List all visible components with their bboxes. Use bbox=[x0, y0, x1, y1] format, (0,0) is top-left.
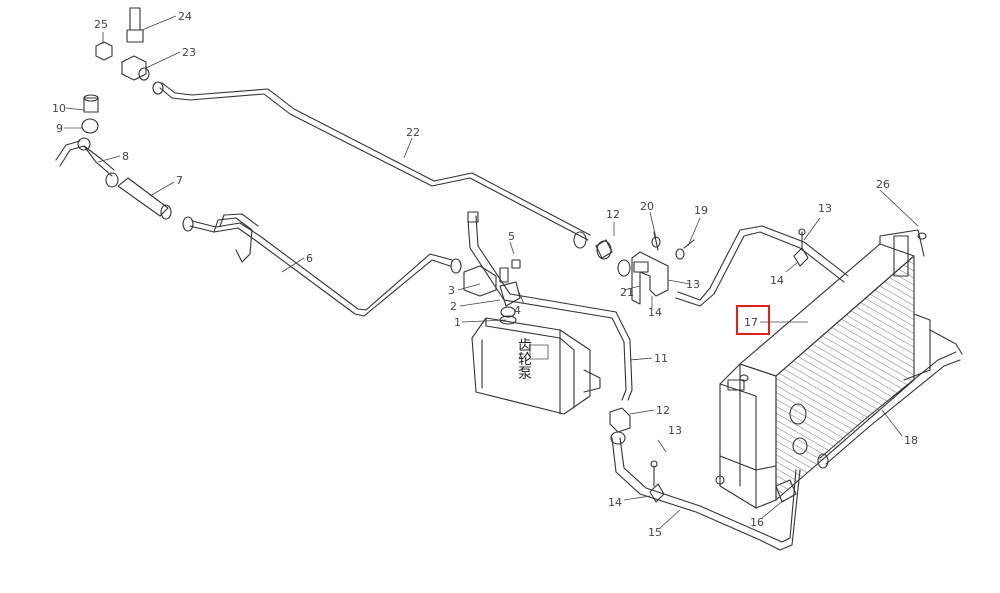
callout-20: 20 bbox=[640, 200, 654, 213]
callout-labels: 24 25 23 10 9 8 7 6 22 3 2 1 4 5 11 12 1… bbox=[52, 10, 918, 539]
callout-17-highlight-box bbox=[736, 305, 770, 335]
callout-13-lower: 13 bbox=[668, 424, 682, 437]
clamp-14-upper bbox=[793, 228, 809, 267]
callout-2: 2 bbox=[450, 300, 457, 313]
callout-6: 6 bbox=[306, 252, 313, 265]
pump-label-char-1: 齿 bbox=[518, 338, 532, 354]
callout-1: 1 bbox=[454, 316, 461, 329]
callout-19: 19 bbox=[694, 204, 708, 217]
pipe-upper-right bbox=[675, 225, 849, 307]
fitting-12-lower bbox=[609, 407, 631, 445]
callout-18: 18 bbox=[904, 434, 918, 447]
pump-label-char-2: 轮 bbox=[518, 352, 532, 368]
callout-4: 4 bbox=[514, 304, 521, 317]
callout-23: 23 bbox=[182, 46, 196, 59]
pipe-6 bbox=[189, 213, 453, 317]
callout-11: 11 bbox=[654, 352, 668, 365]
bracket-21 bbox=[617, 251, 669, 305]
callout-9: 9 bbox=[56, 122, 63, 135]
callout-22: 22 bbox=[406, 126, 420, 139]
fittings-1-to-5 bbox=[450, 258, 521, 318]
callout-13-mid: 13 bbox=[686, 278, 700, 291]
fitting-23-24-25 bbox=[95, 7, 164, 95]
callout-8: 8 bbox=[122, 150, 129, 163]
callout-17: 17 bbox=[744, 316, 758, 329]
callout-14-lower: 14 bbox=[608, 496, 622, 509]
leader-lines bbox=[64, 15, 919, 529]
hose-fitting-7 bbox=[105, 172, 194, 232]
pipe-22 bbox=[159, 82, 591, 241]
clamp-14-lower bbox=[649, 460, 665, 503]
callout-10: 10 bbox=[52, 102, 66, 115]
callout-14-upper: 14 bbox=[770, 274, 784, 287]
callout-16: 16 bbox=[750, 516, 764, 529]
callout-14-mid: 14 bbox=[648, 306, 662, 319]
bolts-19-20 bbox=[651, 231, 695, 260]
callout-26: 26 bbox=[876, 178, 890, 191]
callout-5: 5 bbox=[508, 230, 515, 243]
pipe-11 bbox=[467, 211, 633, 401]
callout-24: 24 bbox=[178, 10, 192, 23]
pipe-15 bbox=[611, 437, 801, 551]
callout-15: 15 bbox=[648, 526, 662, 539]
callout-25: 25 bbox=[94, 18, 108, 31]
pipe-8 bbox=[55, 140, 115, 177]
gear-pump bbox=[471, 315, 601, 415]
callout-3: 3 bbox=[448, 284, 455, 297]
pump-label-char-3: 泵 bbox=[518, 366, 532, 382]
fitting-12-upper bbox=[573, 231, 613, 260]
callout-21: 21 bbox=[620, 286, 634, 299]
fitting-9-10 bbox=[77, 94, 99, 151]
gear-pump-label: 齿 轮 泵 bbox=[518, 338, 532, 382]
callout-7: 7 bbox=[176, 174, 183, 187]
oil-cooler bbox=[715, 229, 931, 509]
callout-12-upper: 12 bbox=[606, 208, 620, 221]
callout-12-lower: 12 bbox=[656, 404, 670, 417]
callout-13-upper: 13 bbox=[818, 202, 832, 215]
